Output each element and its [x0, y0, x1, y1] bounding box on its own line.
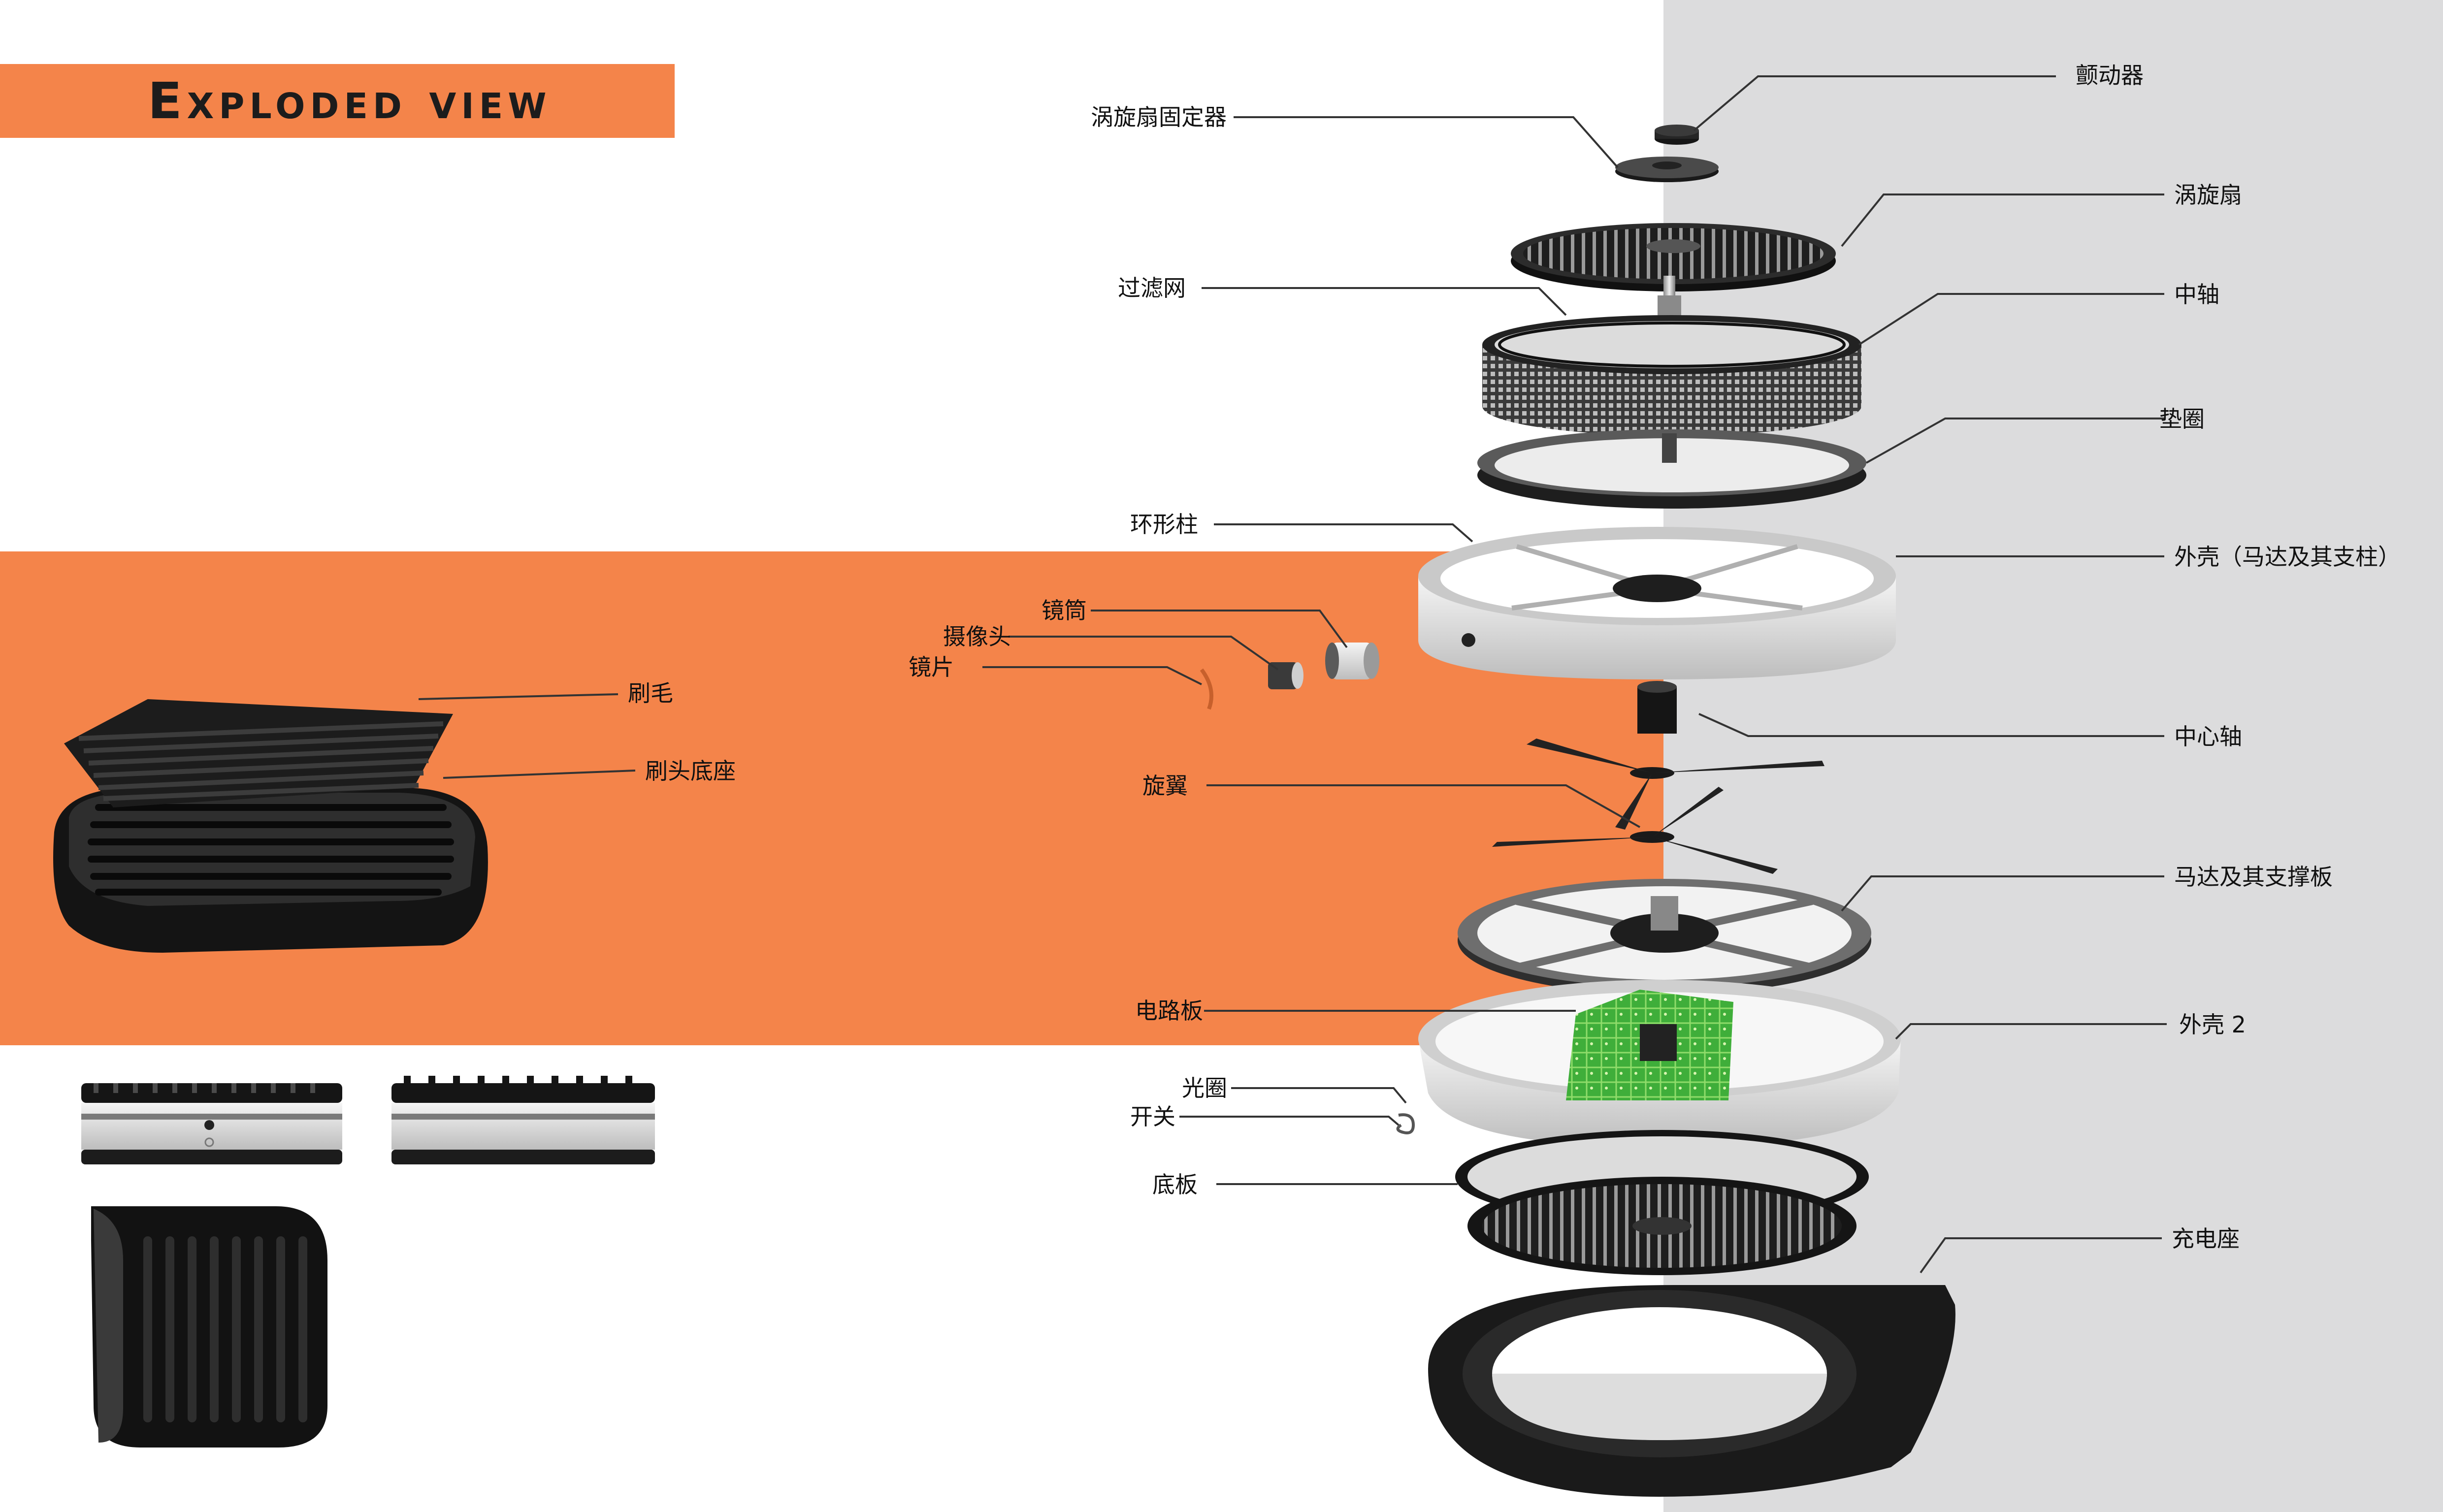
shell-motor-part	[1418, 527, 1896, 679]
label-charging-base: 充电座	[2172, 1225, 2240, 1252]
vibrator-part	[1655, 125, 1699, 145]
propeller-part	[1492, 739, 1824, 874]
label-shell2: 外壳 2	[2179, 1011, 2246, 1038]
page-title: Exploded view	[148, 71, 552, 130]
lens-part	[1200, 668, 1213, 710]
switch-part	[1396, 1113, 1415, 1134]
motor-plate-part	[1458, 879, 1871, 995]
bristle-part	[64, 699, 453, 807]
side-view-back	[391, 1076, 655, 1164]
brush-base-part	[53, 788, 488, 953]
label-ring-pillar: 环形柱	[1130, 511, 1198, 538]
label-shell-motor: 外壳（马达及其支柱）	[2174, 544, 2401, 570]
switch-spring-icon	[1396, 1113, 1415, 1134]
title-banner: Exploded view	[0, 64, 675, 138]
label-lens-barrel: 镜筒	[1042, 597, 1087, 624]
label-fan-holder: 涡旋扇固定器	[1091, 104, 1227, 130]
pcb-chip-icon	[1640, 1024, 1677, 1061]
fan-holder-part	[1615, 157, 1719, 182]
label-filter: 过滤网	[1118, 275, 1186, 301]
label-motor-plate: 马达及其支撑板	[2174, 864, 2333, 890]
filter-part	[1482, 315, 1861, 436]
charging-base-part	[1428, 1285, 1955, 1497]
lens-barrel-part	[1325, 643, 1379, 679]
label-camera: 摄像头	[943, 623, 1011, 650]
label-circuit-board: 电路板	[1135, 997, 1203, 1024]
label-aperture: 光圈	[1182, 1075, 1227, 1101]
gasket-part	[1477, 429, 1866, 509]
center-shaft-part	[1637, 681, 1677, 734]
base-plate-part	[1467, 1177, 1857, 1275]
label-vortex-fan: 涡旋扇	[2174, 182, 2242, 208]
label-brush-base: 刷头底座	[645, 758, 736, 784]
leader-lines	[418, 75, 2167, 1274]
label-middle-shaft: 中轴	[2174, 281, 2219, 308]
vortex-fan-part	[1511, 223, 1836, 291]
label-switch: 开关	[1130, 1103, 1175, 1130]
label-center-shaft: 中心轴	[2174, 723, 2242, 750]
label-lens: 镜片	[909, 654, 954, 680]
circuit-board-part	[1566, 990, 1733, 1100]
label-base-plate: 底板	[1152, 1171, 1198, 1198]
label-vibrator: 颤动器	[2076, 62, 2144, 89]
label-gasket: 垫圈	[2159, 406, 2205, 432]
side-view-front	[81, 1083, 342, 1164]
label-propeller: 旋翼	[1142, 772, 1188, 799]
top-view-brush	[91, 1206, 327, 1448]
label-bristle: 刷毛	[628, 680, 673, 707]
